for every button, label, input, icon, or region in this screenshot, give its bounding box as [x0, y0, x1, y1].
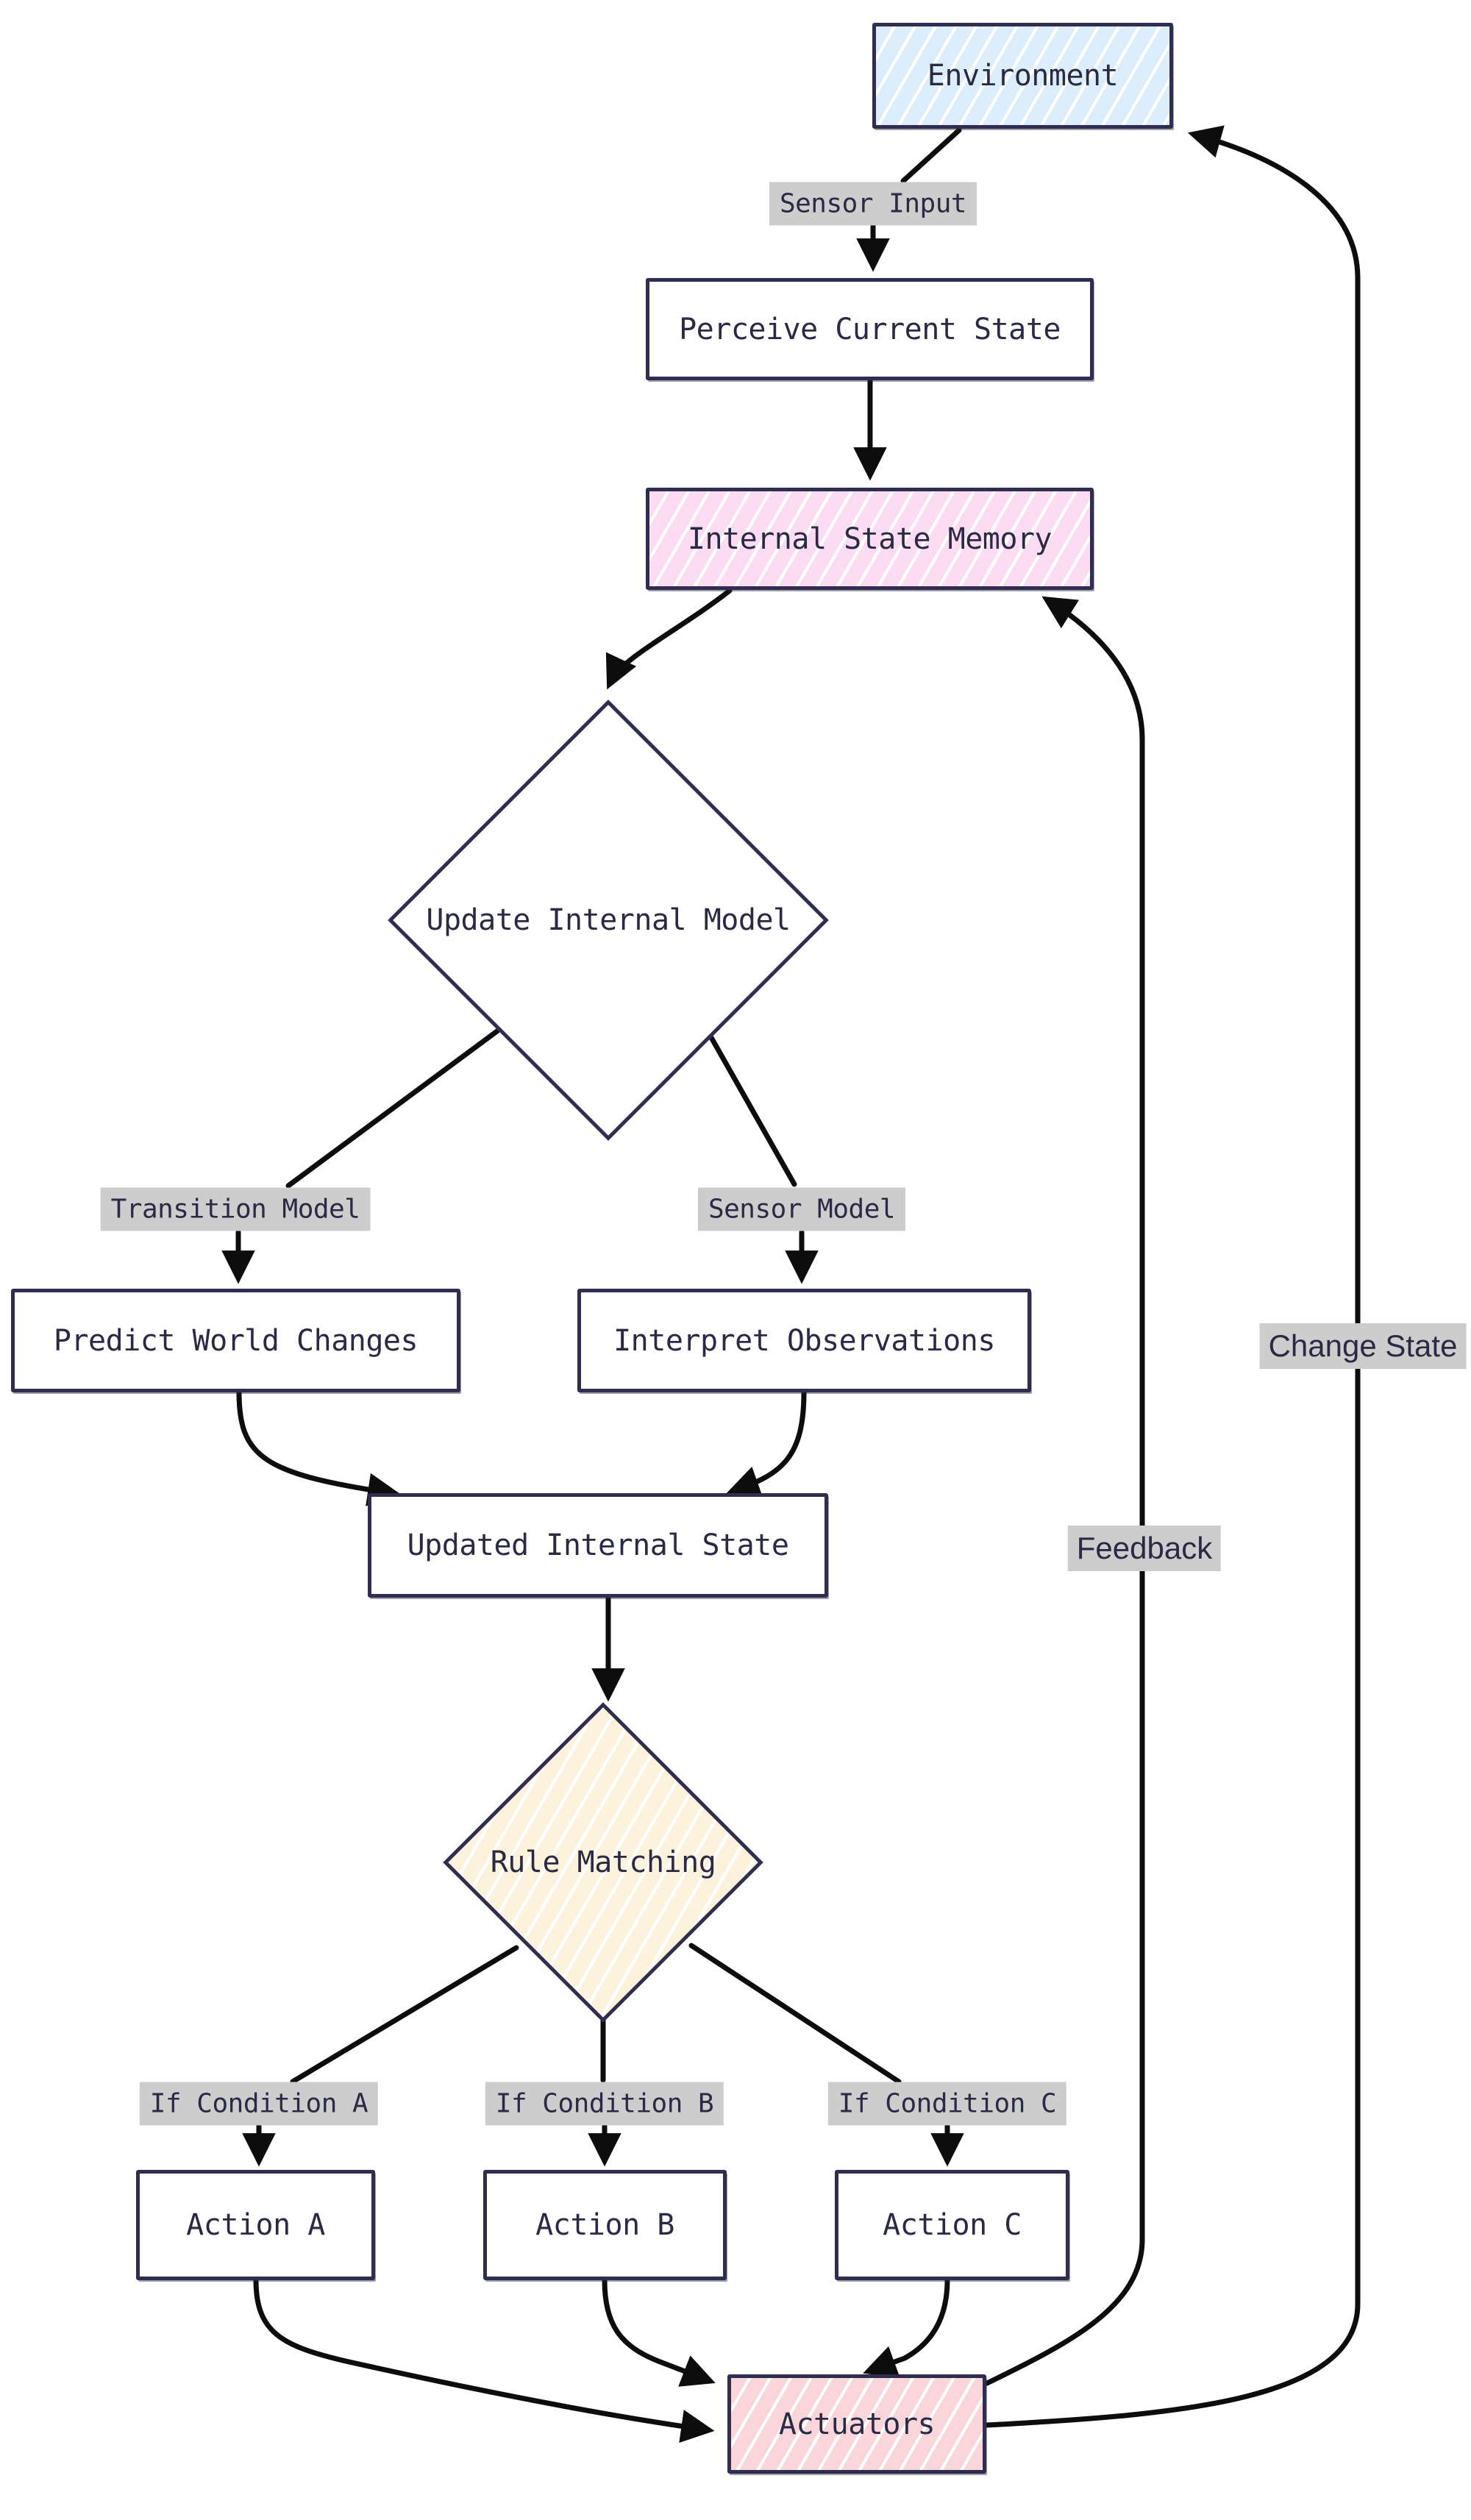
edge-label-change-state: Change State [1259, 1323, 1467, 1369]
edge-label-sensor-input: Sensor Input [769, 182, 977, 226]
edge-rule-matching-to-ifa-label [290, 1945, 519, 2085]
node-action-c: Action C [835, 2170, 1069, 2280]
edge-memory-to-update-model [605, 588, 733, 690]
node-predict-world-changes: Predict World Changes [11, 1289, 460, 1392]
edge-action-a-to-actuators [253, 2277, 715, 2444]
edge-label-if-condition-a: If Condition A [139, 2082, 379, 2126]
edge-interpret-to-updated-state [726, 1389, 807, 1498]
edge-action-b-to-actuators [602, 2277, 716, 2387]
node-action-b: Action B [483, 2170, 727, 2280]
edge-actuators-to-memory-feedback [984, 596, 1145, 2386]
edge-predict-to-updated-state [236, 1389, 402, 1506]
node-environment: Environment [872, 23, 1173, 129]
edge-label-if-condition-c: If Condition C [827, 2082, 1067, 2126]
node-rule-matching-label: Rule Matching [490, 1845, 716, 1879]
edge-action-c-to-actuators [863, 2277, 950, 2378]
edge-update-model-to-transition-label [285, 1015, 518, 1189]
edge-label-feedback: Feedback [1067, 1526, 1222, 1571]
node-internal-state-memory: Internal State Memory [646, 488, 1094, 590]
edge-label-sensor-model: Sensor Model [697, 1187, 906, 1231]
node-perceive-current-state: Perceive Current State [646, 278, 1094, 380]
edge-rule-matching-to-ifc-label [688, 1943, 902, 2085]
edge-actuators-to-environment-change-state [983, 125, 1361, 2428]
edge-update-model-to-sensor-model-label [697, 1015, 797, 1187]
edge-environment-to-sensor-input-label [900, 127, 962, 184]
node-interpret-observations: Interpret Observations [577, 1289, 1031, 1392]
node-actuators: Actuators [727, 2374, 986, 2474]
edge-label-if-condition-b: If Condition B [485, 2082, 724, 2126]
node-update-internal-model-label: Update Internal Model [426, 903, 791, 937]
node-action-a: Action A [136, 2170, 375, 2280]
node-updated-internal-state: Updated Internal State [368, 1493, 828, 1598]
edge-label-transition-model: Transition Model [100, 1187, 371, 1231]
